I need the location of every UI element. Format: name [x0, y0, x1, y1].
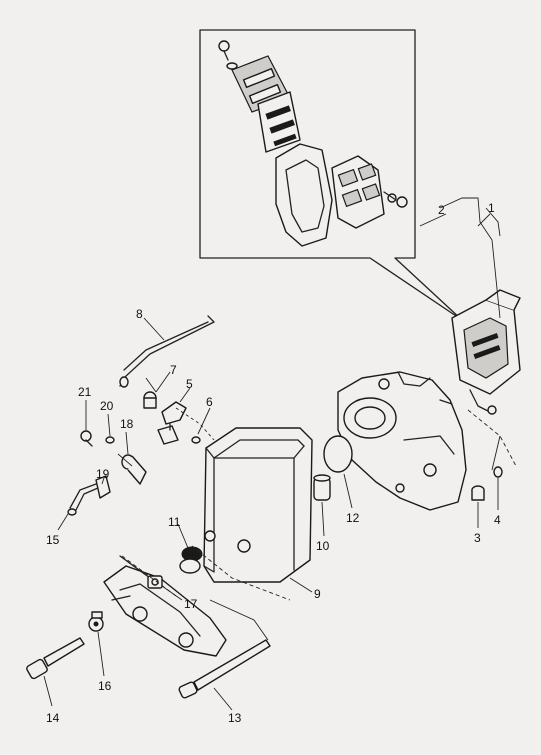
inset-reed-stopper [257, 91, 301, 153]
rod-15 [67, 483, 99, 516]
callout-2: 2 [438, 203, 445, 217]
callout-20: 20 [100, 399, 114, 413]
callout-10: 10 [316, 539, 330, 553]
callout-18: 18 [120, 417, 134, 431]
oring-12 [323, 435, 353, 473]
nut-16 [88, 611, 104, 632]
cap-11 [179, 546, 203, 574]
washer-4 [493, 466, 503, 478]
callout-1: 1 [488, 201, 495, 215]
crankcase-block [337, 371, 467, 511]
reed-valve-assembly [451, 289, 521, 415]
callout-3: 3 [474, 531, 481, 545]
long-bolt-14 [26, 637, 85, 680]
callout-16: 16 [98, 679, 112, 693]
link-rod-8 [119, 315, 215, 388]
callout-13: 13 [228, 711, 242, 725]
callout-leaders [43, 213, 499, 711]
callout-15: 15 [46, 533, 60, 547]
link-19 [95, 475, 111, 499]
callout-14: 14 [46, 711, 60, 725]
inset-detail-box [199, 29, 463, 321]
intake-silencer-9 [203, 427, 313, 583]
pin-6 [191, 436, 201, 444]
callout-8: 8 [136, 307, 143, 321]
linkage-5 [157, 401, 187, 445]
callout-11: 11 [168, 515, 181, 529]
callout-labels: 1 2 3 4 5 6 7 8 9 10 11 12 13 14 15 16 1… [46, 201, 501, 725]
reference-lines [117, 197, 517, 641]
bolt-21 [80, 430, 93, 447]
bushing-18 [121, 454, 147, 485]
bolt-3 [471, 485, 485, 501]
long-bolt-13 [178, 639, 271, 699]
bracket-plate [103, 555, 227, 657]
callout-5: 5 [186, 377, 193, 391]
inset-bolt [218, 40, 238, 70]
spigot-10 [313, 474, 331, 501]
callout-12: 12 [346, 511, 360, 525]
inset-gasket [275, 143, 333, 247]
callout-7: 7 [170, 363, 177, 377]
nut-17 [147, 575, 163, 589]
inset-reed-block [331, 155, 385, 229]
washer-20 [105, 436, 115, 444]
fitting-7 [143, 391, 157, 409]
callout-6: 6 [206, 395, 213, 409]
callout-17: 17 [184, 597, 198, 611]
inset-screws [383, 191, 408, 208]
callout-19: 19 [96, 467, 110, 481]
callout-9: 9 [314, 587, 321, 601]
callout-21: 21 [78, 385, 92, 399]
callout-4: 4 [494, 513, 501, 527]
